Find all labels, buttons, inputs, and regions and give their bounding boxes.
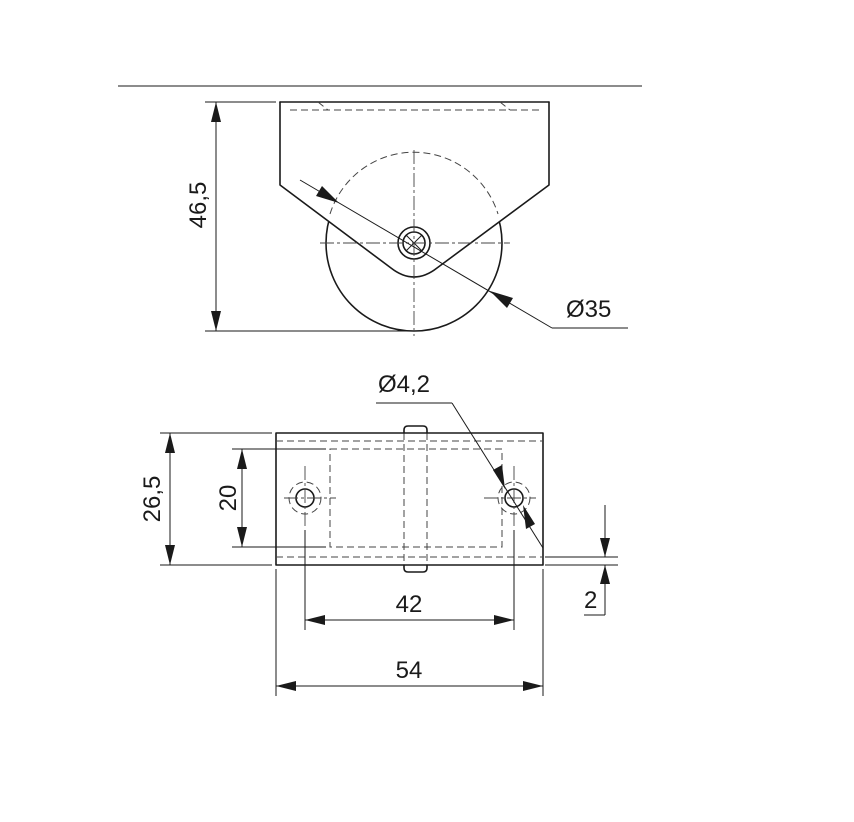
wheel-diameter-arrow-2 [490, 291, 513, 308]
wheel-diameter-arrow-1 [316, 186, 339, 203]
side-view: Ø35 46,5 [185, 101, 628, 336]
length-arrow-right [523, 681, 543, 691]
plate-outline [275, 432, 544, 566]
spacing-arrow-right [494, 615, 514, 625]
height-label: 46,5 [185, 182, 212, 229]
bracket-fill [280, 102, 549, 277]
height-arrow-top [211, 102, 221, 122]
inner-hidden-rect [329, 448, 503, 548]
inner-arrow-bottom [237, 527, 247, 547]
height-arrow-bottom [211, 311, 221, 331]
length-arrow-left [276, 681, 296, 691]
axle-cap-top [403, 425, 428, 434]
plate-hidden-tick-l [317, 101, 329, 111]
spacing-label: 42 [396, 591, 423, 618]
length-label: 54 [396, 657, 423, 684]
inner-label: 20 [215, 485, 242, 512]
top-view: Ø4,2 26,5 20 2 42 [139, 371, 618, 696]
axle-cap-bottom [403, 564, 428, 573]
hole-diameter-label: Ø4,2 [378, 371, 430, 398]
wheel-diameter-leader [299, 179, 553, 329]
wheel-diameter-label: Ø35 [566, 296, 611, 323]
inner-arrow-top [237, 449, 247, 469]
hole-diameter-arrow-2 [523, 505, 535, 529]
thick-label: 2 [584, 587, 597, 614]
hole-diameter-arrow-1 [493, 465, 505, 489]
plate-hidden-tick-r [499, 101, 511, 111]
thick-arrow-top [600, 538, 610, 557]
spacing-arrow-left [305, 615, 325, 625]
width-label: 26,5 [139, 476, 166, 523]
thick-arrow-bottom [600, 565, 610, 584]
width-arrow-top [165, 433, 175, 453]
width-arrow-bottom [165, 545, 175, 565]
